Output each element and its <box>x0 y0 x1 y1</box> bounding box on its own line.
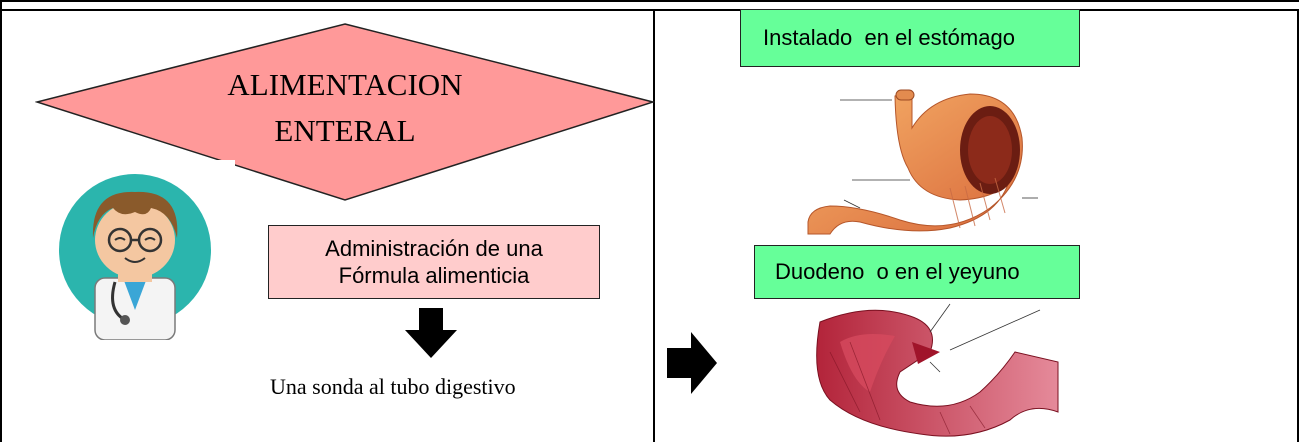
column-divider <box>653 9 655 442</box>
left-border <box>0 9 2 442</box>
definition-line2: Fórmula alimenticia <box>338 263 530 288</box>
diamond-title: ALIMENTACION ENTERAL <box>180 62 510 154</box>
stomach-illustration <box>807 89 1038 235</box>
top-border <box>0 0 1299 2</box>
doctor-avatar <box>59 174 211 340</box>
route-caption: Una sonda al tubo digestivo <box>270 374 516 399</box>
diamond-title-line1: ALIMENTACION <box>227 67 463 102</box>
definition-line1: Administración de una <box>325 236 543 261</box>
right-border <box>1297 9 1299 442</box>
stomach-label-box: Instalado en el estómago <box>740 9 1080 67</box>
left-top-tick <box>0 0 2 10</box>
intestine-label: Duodeno o en el yeyuno <box>775 259 1020 284</box>
arrow-right-icon <box>667 332 717 394</box>
header-divider <box>0 9 1299 11</box>
avatar-mask <box>205 160 235 180</box>
definition-box: Administración de una Fórmula alimentici… <box>268 225 600 299</box>
diamond-title-line2: ENTERAL <box>274 113 416 148</box>
arrow-down-icon <box>405 308 457 358</box>
intestine-label-box: Duodeno o en el yeyuno <box>754 245 1080 299</box>
title-diamond <box>35 23 655 201</box>
stomach-label: Instalado en el estómago <box>763 25 1015 50</box>
duodenum-illustration <box>816 303 1059 437</box>
